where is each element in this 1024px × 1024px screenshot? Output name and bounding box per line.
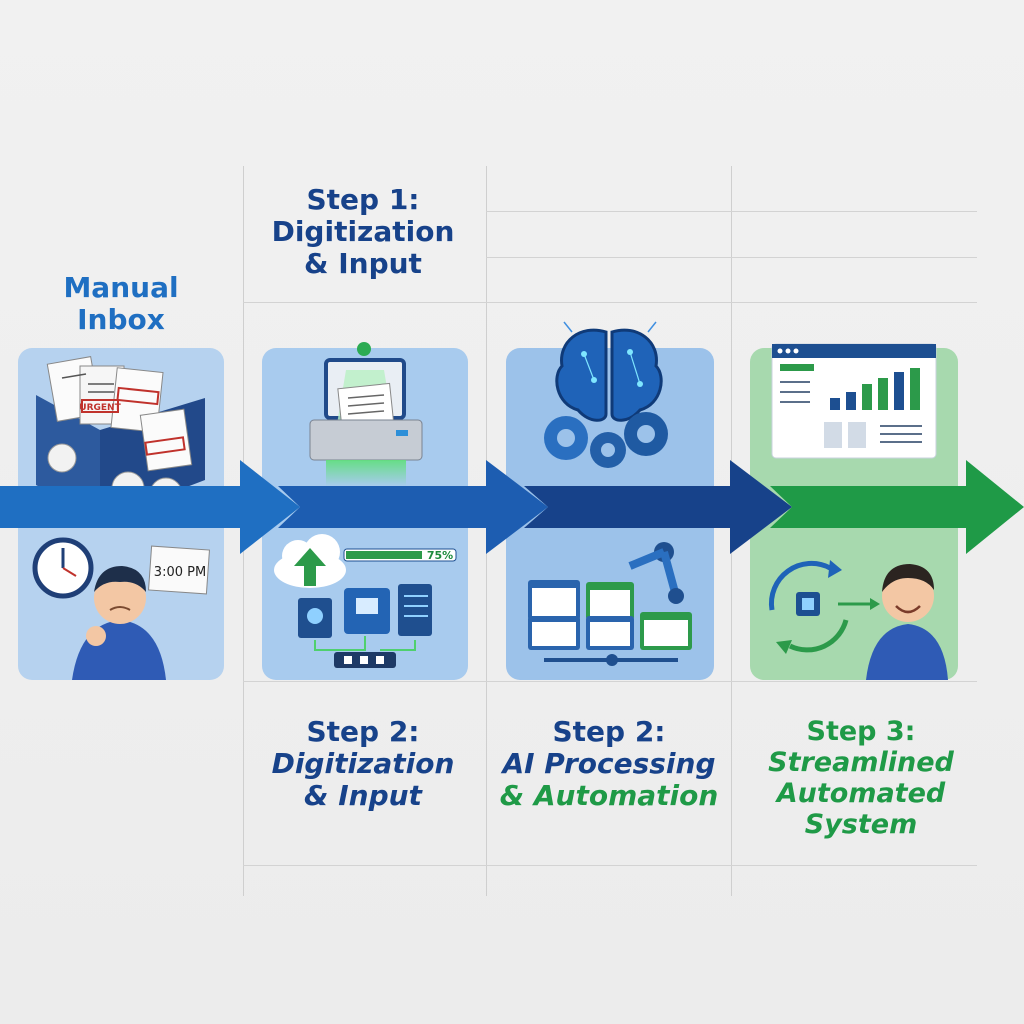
dashboard-icon — [771, 343, 937, 459]
stressed-person-icon — [72, 566, 166, 680]
clock-icon — [32, 537, 94, 599]
cloud-upload-icon — [274, 534, 346, 588]
step-2-digitization-label: Step 2: Digitization & Input — [271, 715, 455, 813]
arrow-step3-output — [770, 460, 1024, 554]
step-1-label: Step 1: Digitization & Input — [271, 183, 455, 281]
gears-icon — [544, 412, 668, 468]
step-3-label: Step 3: Streamlined Automated System — [768, 716, 954, 841]
urgent-stamp: URGENT — [79, 403, 121, 413]
grid-divider — [243, 865, 977, 866]
grid-divider — [486, 257, 977, 258]
scanner-icon — [309, 342, 423, 486]
grid-divider — [243, 681, 977, 682]
robot-arm-icon — [628, 542, 684, 604]
happy-person-icon — [866, 564, 948, 680]
clock-time-text: 3:00 PM — [154, 565, 206, 580]
upload-progress-bar: 75% — [343, 548, 457, 562]
arrow-step1-to-step2 — [278, 460, 548, 554]
step-2-ai-label: Step 2: AI Processing & Automation — [499, 715, 719, 813]
process-arrows — [0, 460, 1024, 554]
grid-divider — [486, 211, 977, 212]
grid-divider — [243, 302, 977, 303]
folders-icon — [528, 580, 692, 666]
upload-progress-text: 75% — [427, 549, 453, 562]
arrow-step2-to-step3 — [524, 460, 792, 554]
network-devices-icon — [298, 584, 432, 668]
arrow-manual-to-step1 — [0, 460, 300, 554]
time-note: 3:00 PM — [148, 545, 210, 595]
cycle-icon — [768, 560, 880, 654]
brain-icon — [555, 321, 663, 422]
manual-inbox-label: Manual Inbox — [63, 271, 179, 337]
